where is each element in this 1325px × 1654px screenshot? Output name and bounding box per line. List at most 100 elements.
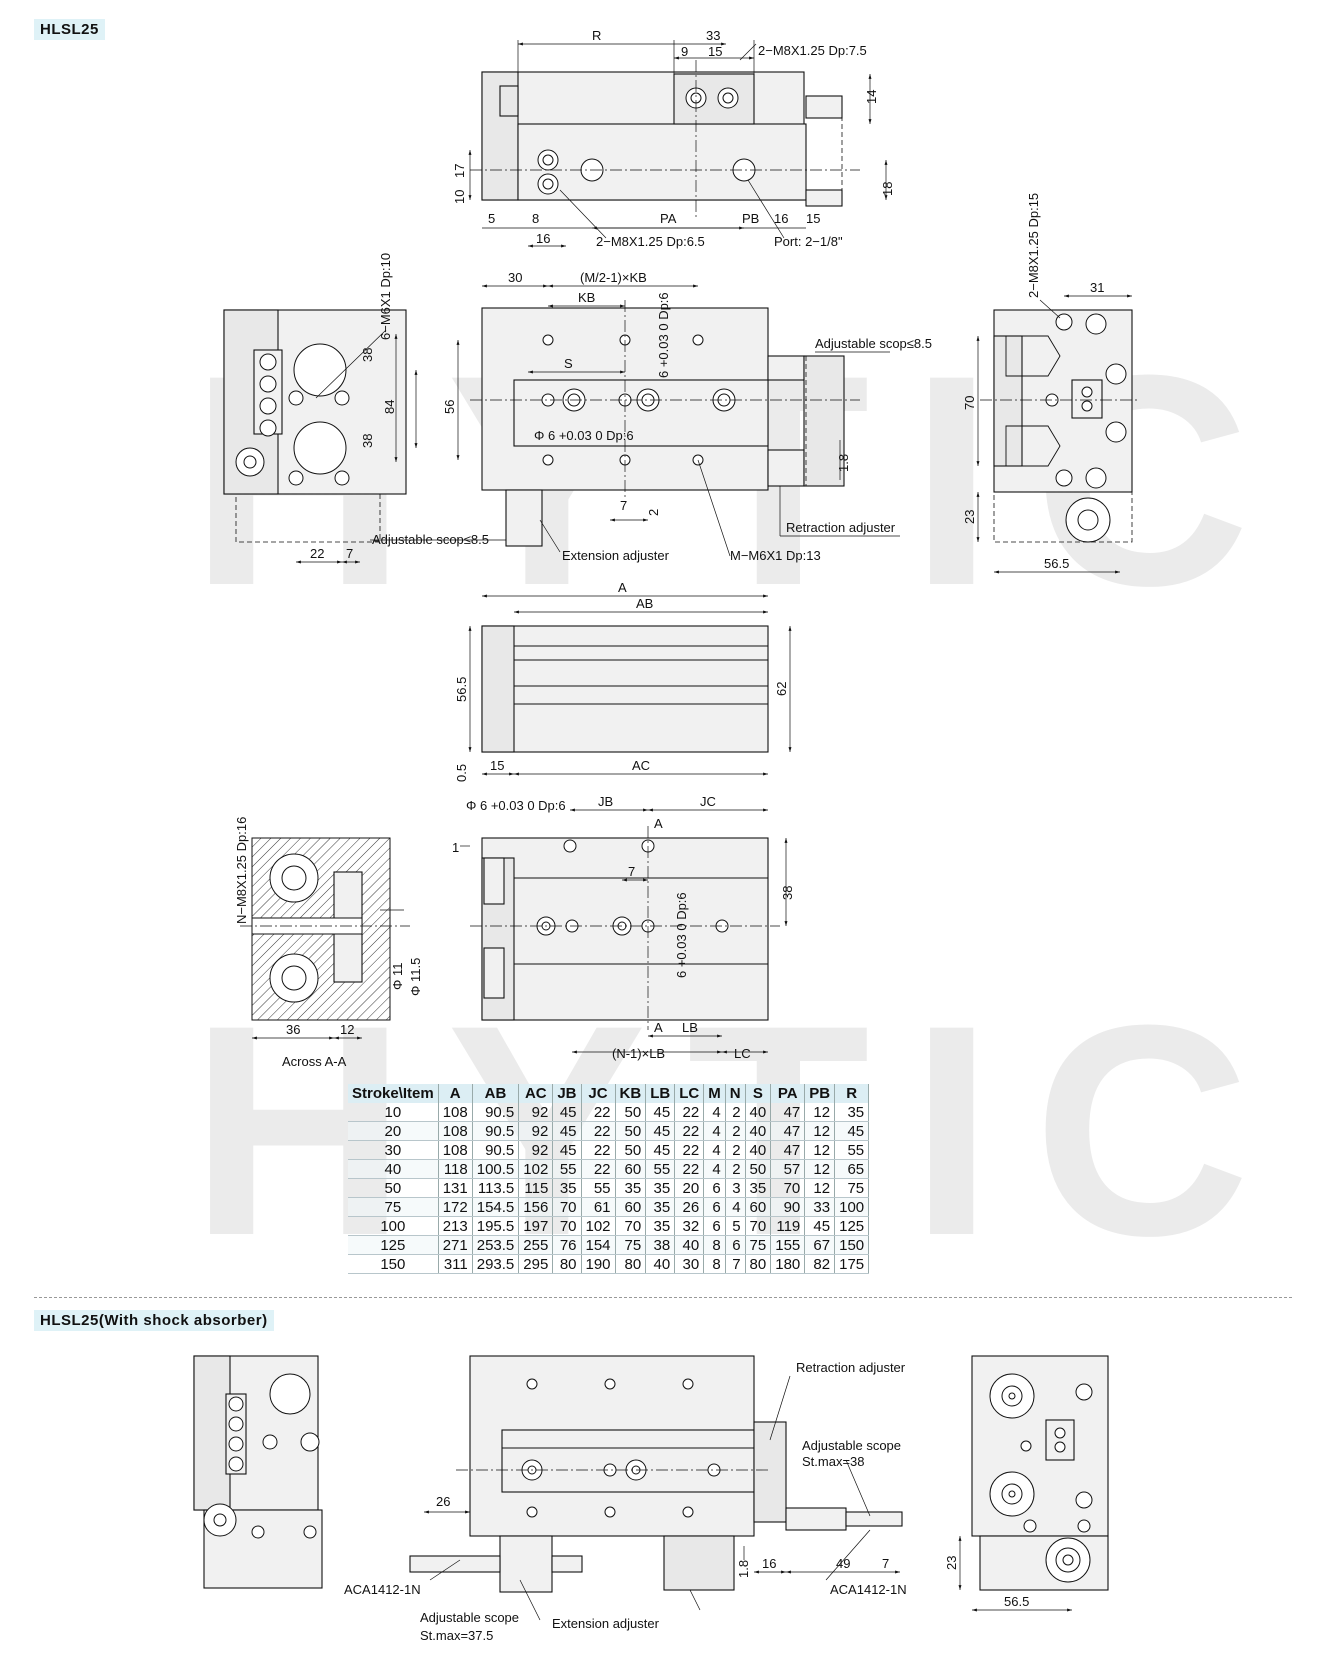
table-cell: 253.5 — [472, 1235, 520, 1255]
table-cell: 6 — [703, 1216, 726, 1236]
note-shock-st375: St.max=37.5 — [420, 1628, 493, 1643]
dim-38a: 38 — [360, 348, 375, 362]
table-cell: 80 — [552, 1254, 582, 1274]
table-cell: 4 — [703, 1159, 726, 1179]
table-cell: 40 — [674, 1235, 705, 1255]
dim-A-bottom-1: A — [654, 816, 663, 831]
table-cell: 26 — [674, 1197, 705, 1217]
table-cell: 150 — [834, 1235, 870, 1255]
table-header-cell: PB — [804, 1084, 836, 1103]
left-side-view: 6−M6X1 Dp:10 38 38 84 22 7 — [223, 253, 418, 564]
table-cell: 22 — [674, 1159, 705, 1179]
table-cell: 50 — [615, 1140, 647, 1160]
heading-hlsl25: HLSL25 — [34, 19, 105, 40]
table-cell: 22 — [674, 1140, 705, 1160]
table-cell: 75 — [348, 1197, 439, 1217]
table-cell: 45 — [552, 1103, 582, 1122]
table-header-cell: M — [703, 1084, 726, 1103]
dim-A-bottom-2: A — [654, 1020, 663, 1035]
note-6-m6: 6−M6X1 Dp:10 — [378, 253, 393, 340]
section-caption: Across A-A — [282, 1054, 347, 1069]
dim-0-5-plan: 0.5 — [454, 764, 469, 782]
dim-PB: PB — [742, 211, 759, 226]
dim-JB: JB — [598, 794, 613, 809]
note-extension-adjuster: Extension adjuster — [562, 548, 670, 563]
table-cell: 150 — [348, 1254, 439, 1274]
table-cell: 70 — [615, 1216, 647, 1236]
dim-18: 18 — [880, 182, 895, 196]
shock-front-view: Retraction adjuster Adjustable scope St.… — [344, 1355, 907, 1643]
dim-10: 10 — [452, 190, 467, 204]
table-cell: 50 — [348, 1178, 439, 1198]
table-cell: 90.5 — [472, 1103, 520, 1122]
table-cell: 55 — [552, 1159, 582, 1179]
table-cell: 4 — [703, 1140, 726, 1160]
dim-6dp-mid: 6 +0.03 0 Dp:6 — [656, 292, 671, 378]
dim-70: 70 — [962, 396, 977, 410]
table-cell: 156 — [518, 1197, 554, 1217]
table-cell: 50 — [615, 1103, 647, 1122]
section-divider — [34, 1297, 1292, 1298]
table-cell: 45 — [645, 1121, 676, 1141]
table-cell: 92 — [518, 1140, 554, 1160]
dim-56-5-right: 56.5 — [1044, 556, 1069, 571]
table-cell: 2 — [725, 1140, 746, 1160]
dim-1-bottom: 1 — [452, 840, 459, 855]
table-cell: 22 — [674, 1103, 705, 1122]
front-view: 30 (M/2-1)×KB KB S 6 +0.03 0 Dp:6 Φ 6 +0… — [370, 270, 932, 563]
table-cell: 213 — [438, 1216, 473, 1236]
note-port: Port: 2−1/8" — [774, 234, 843, 249]
table-cell: 90.5 — [472, 1121, 520, 1141]
table-cell: 6 — [703, 1178, 726, 1198]
table-cell: 4 — [703, 1103, 726, 1122]
table-cell: 2 — [725, 1121, 746, 1141]
note-m-m6: M−M6X1 Dp:13 — [730, 548, 821, 563]
table-header-cell: JC — [581, 1084, 616, 1103]
shock-right-view: 23 56.5 — [944, 1355, 1109, 1612]
table-cell: 125 — [348, 1235, 439, 1255]
dim-15b-top: 15 — [806, 211, 820, 226]
dim-36: 36 — [286, 1022, 300, 1037]
table-cell: 22 — [674, 1121, 705, 1141]
dim-S: S — [564, 356, 573, 371]
table-cell: 22 — [581, 1103, 616, 1122]
note-m8-dp65: 2−M8X1.25 Dp:6.5 — [596, 234, 705, 249]
table-cell: 12 — [804, 1103, 836, 1122]
dim-A-plan: A — [618, 580, 627, 595]
right-side-view: 2−M8X1.25 Dp:15 31 70 23 56.5 — [962, 193, 1140, 574]
table-cell: 82 — [804, 1254, 836, 1274]
table-cell: 45 — [552, 1140, 582, 1160]
table-cell: 47 — [770, 1103, 806, 1122]
table-cell: 90.5 — [472, 1140, 520, 1160]
dim-AC-plan: AC — [632, 758, 650, 773]
table-cell: 20 — [674, 1178, 705, 1198]
dim-23-right: 23 — [962, 510, 977, 524]
table-cell: 197 — [518, 1216, 554, 1236]
table-cell: 55 — [834, 1140, 870, 1160]
table-cell: 108 — [438, 1121, 473, 1141]
note-aca-left: ACA1412-1N — [344, 1582, 421, 1597]
table-header-cell: LB — [645, 1084, 676, 1103]
table-cell: 119 — [770, 1216, 806, 1236]
table-cell: 100 — [348, 1216, 439, 1236]
note-shock-retraction: Retraction adjuster — [796, 1360, 906, 1375]
note-adj-scop-2: Adjustable scop≤8.5 — [372, 532, 489, 547]
note-retraction-adjuster: Retraction adjuster — [786, 520, 896, 535]
table-cell: 35 — [645, 1197, 676, 1217]
table-header-cell: S — [745, 1084, 772, 1103]
table-cell: 4 — [703, 1121, 726, 1141]
table-cell: 12 — [804, 1159, 836, 1179]
table-cell: 22 — [581, 1140, 616, 1160]
table-cell: 40 — [745, 1121, 772, 1141]
dim-49: 49 — [836, 1556, 850, 1571]
table-cell: 40 — [645, 1254, 676, 1274]
heading-hlsl25-shock: HLSL25(With shock absorber) — [34, 1310, 274, 1331]
table-cell: 57 — [770, 1159, 806, 1179]
